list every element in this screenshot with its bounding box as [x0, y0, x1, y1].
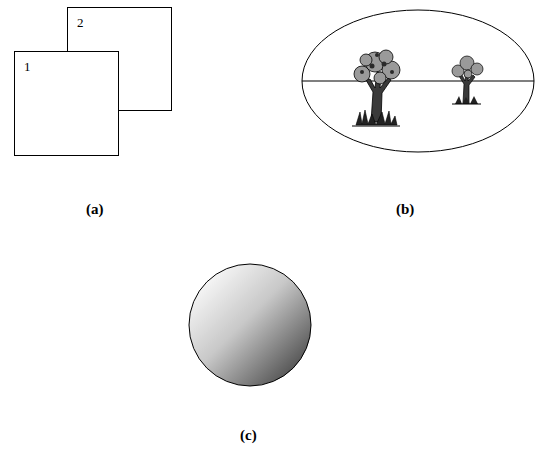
panel-label: (b) — [396, 202, 414, 217]
panel-label: (a) — [86, 202, 104, 217]
shaded-sphere — [189, 264, 311, 386]
square-box: 1 — [14, 51, 119, 156]
square-number: 1 — [24, 60, 31, 73]
large-tree — [352, 50, 400, 126]
square-number: 2 — [77, 16, 84, 29]
small-tree — [452, 56, 483, 104]
landscape-ellipse — [302, 10, 534, 152]
panel-label: (c) — [240, 428, 257, 443]
